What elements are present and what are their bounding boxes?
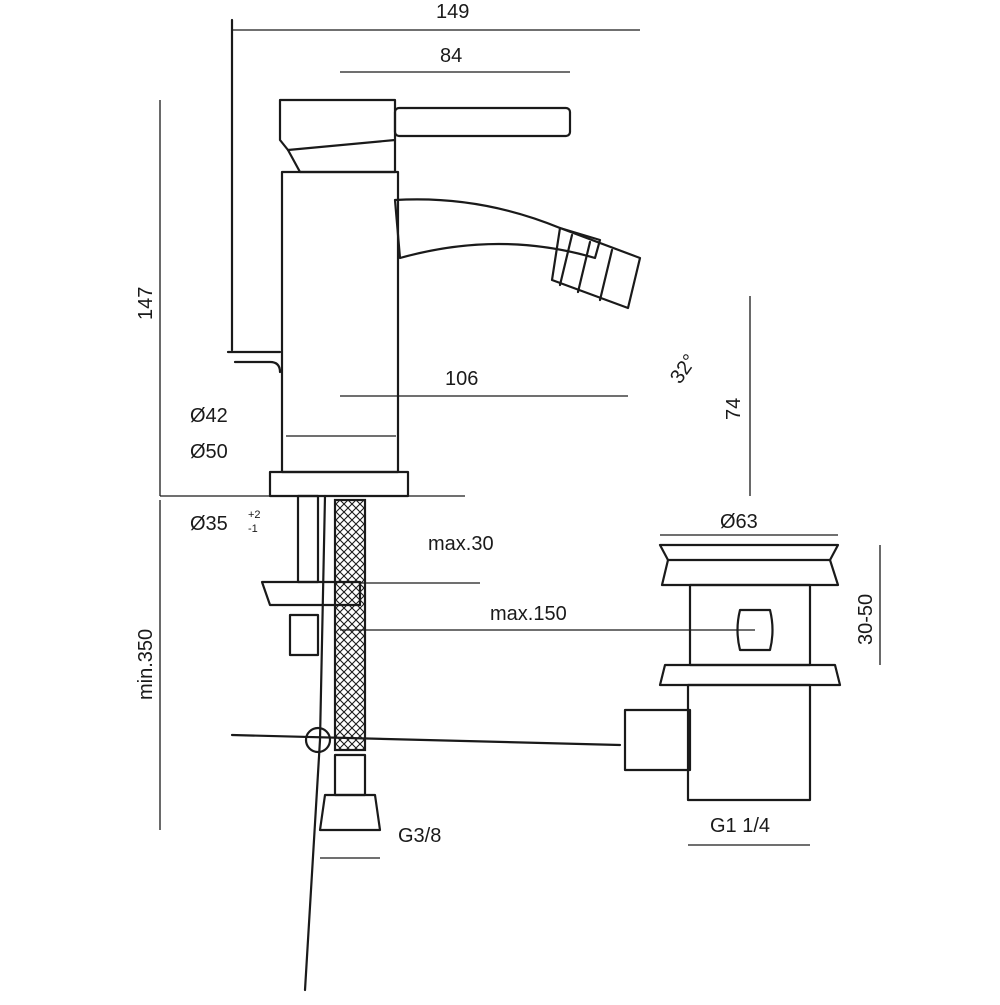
hose-nut	[318, 793, 382, 832]
body-cylinder	[280, 170, 400, 474]
label-g114: G1 1/4	[710, 815, 770, 837]
waste-assembly	[623, 543, 842, 802]
label-tol-minus: -1	[248, 523, 258, 535]
label-30-50: 30-50	[855, 594, 877, 645]
hose-ferrule	[333, 753, 367, 797]
label-min-350: min.350	[135, 629, 157, 700]
fixing-nut	[288, 613, 320, 657]
waste-slot	[736, 608, 774, 652]
label-106: 106	[445, 368, 478, 390]
handle-cap	[278, 98, 397, 174]
waste-lever-boss	[623, 708, 692, 772]
waste-ring	[658, 663, 842, 687]
fixing-plate	[260, 580, 362, 607]
label-max-30: max.30	[428, 533, 494, 555]
spout	[393, 198, 602, 260]
dimension-labels: 149 84 147 106 74 32° Ø42 Ø50 Ø35 +2 -1 …	[135, 1, 877, 847]
mixer-body	[226, 18, 642, 498]
fix-stud	[296, 494, 320, 584]
label-dia-42: Ø42	[190, 405, 228, 427]
rod-clamp	[304, 726, 332, 754]
waste-tailpiece	[686, 683, 812, 802]
label-147: 147	[135, 287, 157, 320]
waste-rod	[230, 733, 622, 747]
label-max-150: max.150	[490, 603, 567, 625]
popup-rod-lower	[303, 494, 327, 992]
label-32-deg: 32°	[666, 350, 701, 387]
label-g38: G3/8	[398, 825, 441, 847]
braided-hose	[333, 498, 367, 752]
waste-body	[688, 583, 812, 667]
label-149: 149	[436, 1, 469, 23]
label-dia-63: Ø63	[720, 511, 758, 533]
installation-parts	[230, 494, 622, 992]
dimension-lines	[159, 29, 881, 859]
label-dia-50: Ø50	[190, 441, 228, 463]
lever	[393, 106, 572, 138]
waste-flange	[658, 543, 840, 562]
label-tol-plus: +2	[248, 509, 261, 521]
base-flange	[268, 470, 410, 498]
spout-nozzle	[550, 226, 642, 310]
label-74: 74	[723, 398, 745, 420]
label-dia-35: Ø35	[190, 513, 228, 535]
label-84: 84	[440, 45, 462, 67]
